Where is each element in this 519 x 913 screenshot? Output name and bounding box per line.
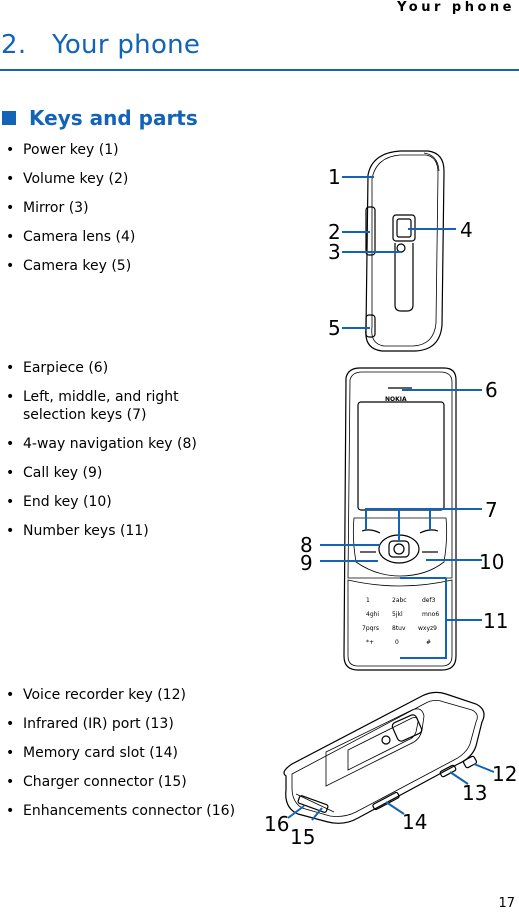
parts-list-1: Power key (1) Volume key (2) Mirror (3) …	[4, 141, 244, 286]
section-square-icon	[2, 111, 16, 125]
callout-8: 8	[300, 533, 313, 557]
list-item: End key (10)	[4, 493, 204, 511]
list-item: Enhancements connector (16)	[4, 802, 244, 820]
keypad-key: *+	[366, 639, 374, 646]
callout-5: 5	[328, 316, 341, 340]
callout-9: 9	[300, 551, 313, 575]
callout-6: 6	[485, 378, 498, 402]
list-item: Call key (9)	[4, 464, 204, 482]
callout-11: 11	[483, 609, 508, 633]
list-item: Mirror (3)	[4, 199, 244, 217]
nokia-logo: NOKIA	[385, 396, 407, 403]
section-title: Keys and parts	[29, 106, 198, 130]
list-item: Infrared (IR) port (13)	[4, 715, 244, 733]
keypad-key: mno6	[422, 611, 439, 618]
list-item: Camera lens (4)	[4, 228, 244, 246]
phone-side-illustration: 1 2 3 4 5	[328, 150, 473, 352]
callout-10: 10	[479, 550, 504, 574]
callout-15: 15	[290, 825, 315, 849]
chapter-title: 2. Your phone	[1, 30, 201, 60]
callout-3: 3	[328, 240, 341, 264]
list-item: Camera key (5)	[4, 257, 244, 275]
keypad-key: 2abc	[392, 597, 407, 604]
callout-2: 2	[328, 220, 341, 244]
list-item: Power key (1)	[4, 141, 244, 159]
list-item: 4-way navigation key (8)	[4, 435, 204, 453]
callout-12: 12	[492, 762, 517, 786]
parts-list-3: Voice recorder key (12) Infrared (IR) po…	[4, 686, 244, 831]
list-item: Charger connector (15)	[4, 773, 244, 791]
callout-14: 14	[402, 810, 427, 834]
chapter-rule	[0, 69, 519, 71]
section-heading: Keys and parts	[2, 106, 198, 130]
list-item: Volume key (2)	[4, 170, 244, 188]
phone-front-illustration: NOKIA 1 2abc def3 4ghi 5jkl mno6 7pqrs 8…	[300, 367, 508, 671]
keypad-key: 5jkl	[392, 611, 403, 618]
callout-16: 16	[264, 812, 289, 836]
keypad-key: 8tuv	[392, 625, 406, 632]
phone-back-illustration: 12 13 14 15 16	[264, 691, 517, 849]
callout-4: 4	[460, 218, 473, 242]
keypad-key: 7pqrs	[362, 625, 379, 632]
callout-7: 7	[485, 498, 498, 522]
list-item: Number keys (11)	[4, 522, 204, 540]
list-item: Earpiece (6)	[4, 359, 204, 377]
list-item: Memory card slot (14)	[4, 744, 244, 762]
keypad-key: 4ghi	[366, 611, 379, 618]
keypad-key: #	[426, 639, 431, 646]
callout-13: 13	[462, 781, 487, 805]
keypad-key: 0	[395, 639, 399, 646]
keypad-key: def3	[422, 597, 436, 604]
keypad-key: wxyz9	[418, 625, 437, 632]
running-head: Your phone	[397, 0, 515, 15]
page-number: 17	[498, 896, 515, 911]
parts-list-2: Earpiece (6) Left, middle, and right sel…	[4, 359, 204, 551]
keypad-key: 1	[366, 597, 370, 604]
list-item: Voice recorder key (12)	[4, 686, 244, 704]
list-item: Left, middle, and right selection keys (…	[4, 388, 204, 424]
callout-1: 1	[328, 165, 341, 189]
